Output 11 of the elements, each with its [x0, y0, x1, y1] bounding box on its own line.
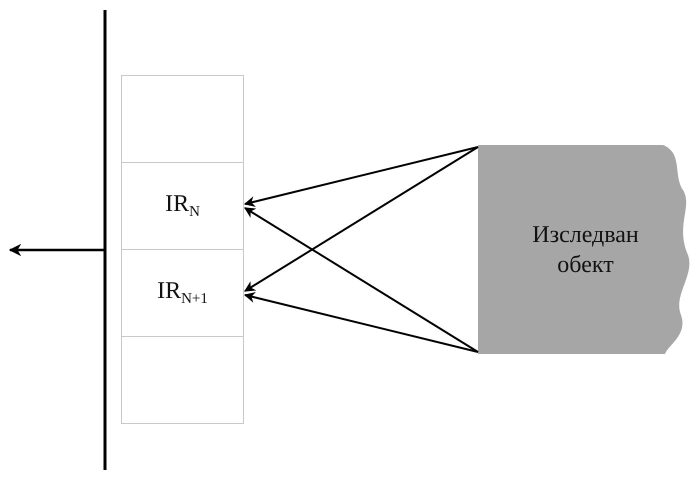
- object-label: Изследван обект: [531, 220, 640, 280]
- arrow: [244, 207, 479, 353]
- arrow: [244, 146, 478, 207]
- register-label: IR$_{N}$: [165, 191, 200, 221]
- register-label: IR$_{N+1}$: [157, 278, 208, 308]
- arrow: [244, 292, 478, 353]
- empty-cell: [121, 336, 244, 424]
- empty-cell: [121, 75, 244, 163]
- arrow: [244, 146, 479, 292]
- register-cell: [121, 162, 244, 250]
- register-cell: [121, 249, 244, 337]
